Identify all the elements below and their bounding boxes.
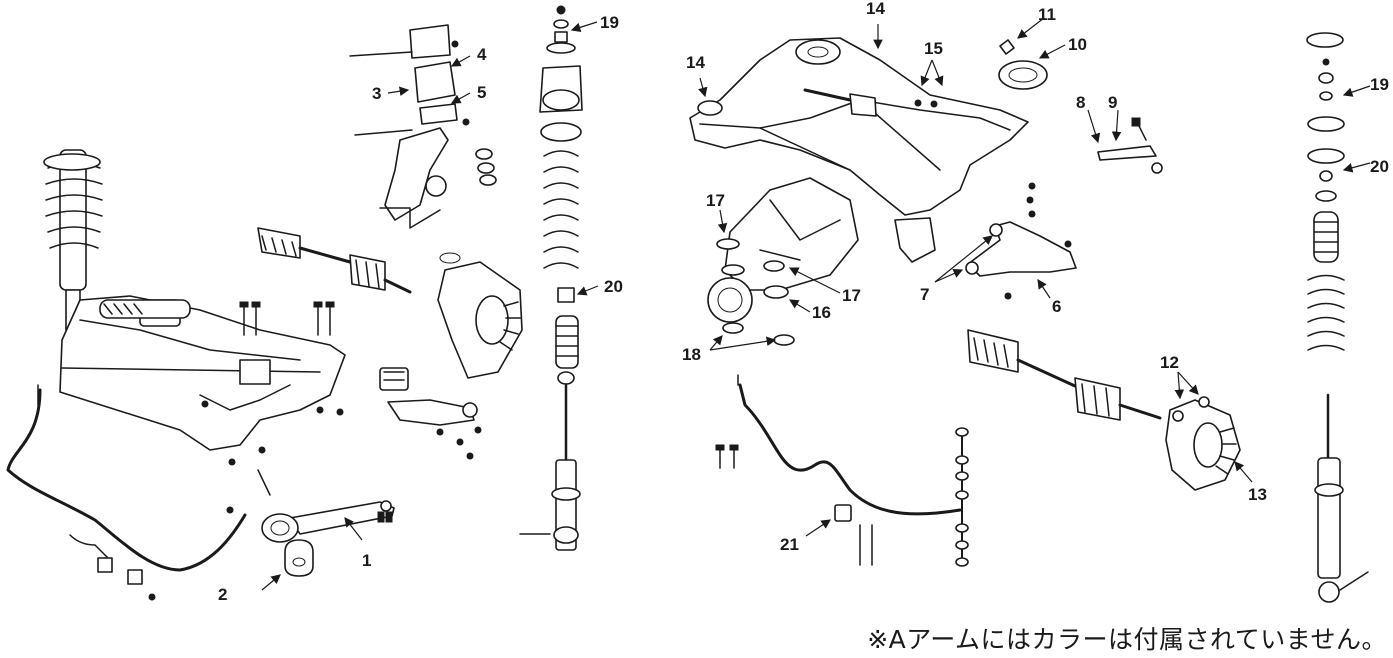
callout-14-left: 14 (686, 53, 705, 72)
callout-19-rear: 19 (1370, 75, 1389, 94)
callout-9: 9 (1108, 93, 1117, 112)
front-sway-bar (6, 384, 247, 601)
callout-15: 15 (924, 39, 943, 58)
callout-18: 18 (682, 345, 701, 364)
rear-end-link (955, 427, 969, 567)
callout-17-right: 17 (842, 286, 861, 305)
front-shock-stack (519, 5, 583, 551)
callout-11: 11 (1038, 5, 1056, 24)
steering-rack (99, 299, 191, 319)
callout-19-front: 19 (600, 13, 619, 32)
callout-6: 6 (1052, 297, 1061, 316)
callout-2: 2 (218, 585, 227, 604)
callout-12: 12 (1160, 353, 1179, 372)
callout-arrows (261, 17, 1371, 591)
front-upper-arm (379, 127, 497, 229)
rear-a-arm (965, 182, 1077, 300)
subframe-bolts (201, 301, 344, 496)
rear-inner-shaft (803, 88, 877, 117)
callout-8: 8 (1076, 93, 1085, 112)
callout-5: 5 (477, 83, 486, 102)
callout-14-top: 14 (866, 0, 885, 18)
callout-7: 7 (920, 285, 929, 304)
rear-knuckle (1165, 396, 1241, 491)
rear-sway-bar (715, 374, 962, 566)
upper-arm-bracket (349, 24, 470, 136)
callout-1: 1 (362, 551, 371, 570)
callout-20-front: 20 (604, 277, 623, 296)
callout-10: 10 (1068, 35, 1087, 54)
callout-20-rear: 20 (1370, 157, 1389, 176)
rear-upper-link (998, 39, 1163, 174)
front-lower-arm (379, 367, 482, 460)
footnote: ※Aアームにはカラーは付属されていません。 (867, 625, 1387, 654)
callout-4: 4 (477, 45, 487, 64)
callout-17-left: 17 (706, 191, 725, 210)
front-drive-shaft (257, 227, 412, 294)
tension-arm (261, 500, 395, 543)
front-knuckle (437, 252, 523, 379)
bushing (284, 539, 314, 577)
front-subframe (59, 295, 346, 451)
callout-3: 3 (372, 84, 381, 103)
rear-shock-stack (1306, 32, 1369, 603)
callout-21: 21 (780, 535, 799, 554)
rear-drive-shaft (967, 329, 1162, 421)
rear-differential (707, 177, 859, 346)
callout-13: 13 (1248, 485, 1267, 504)
callout-16: 16 (812, 303, 831, 322)
